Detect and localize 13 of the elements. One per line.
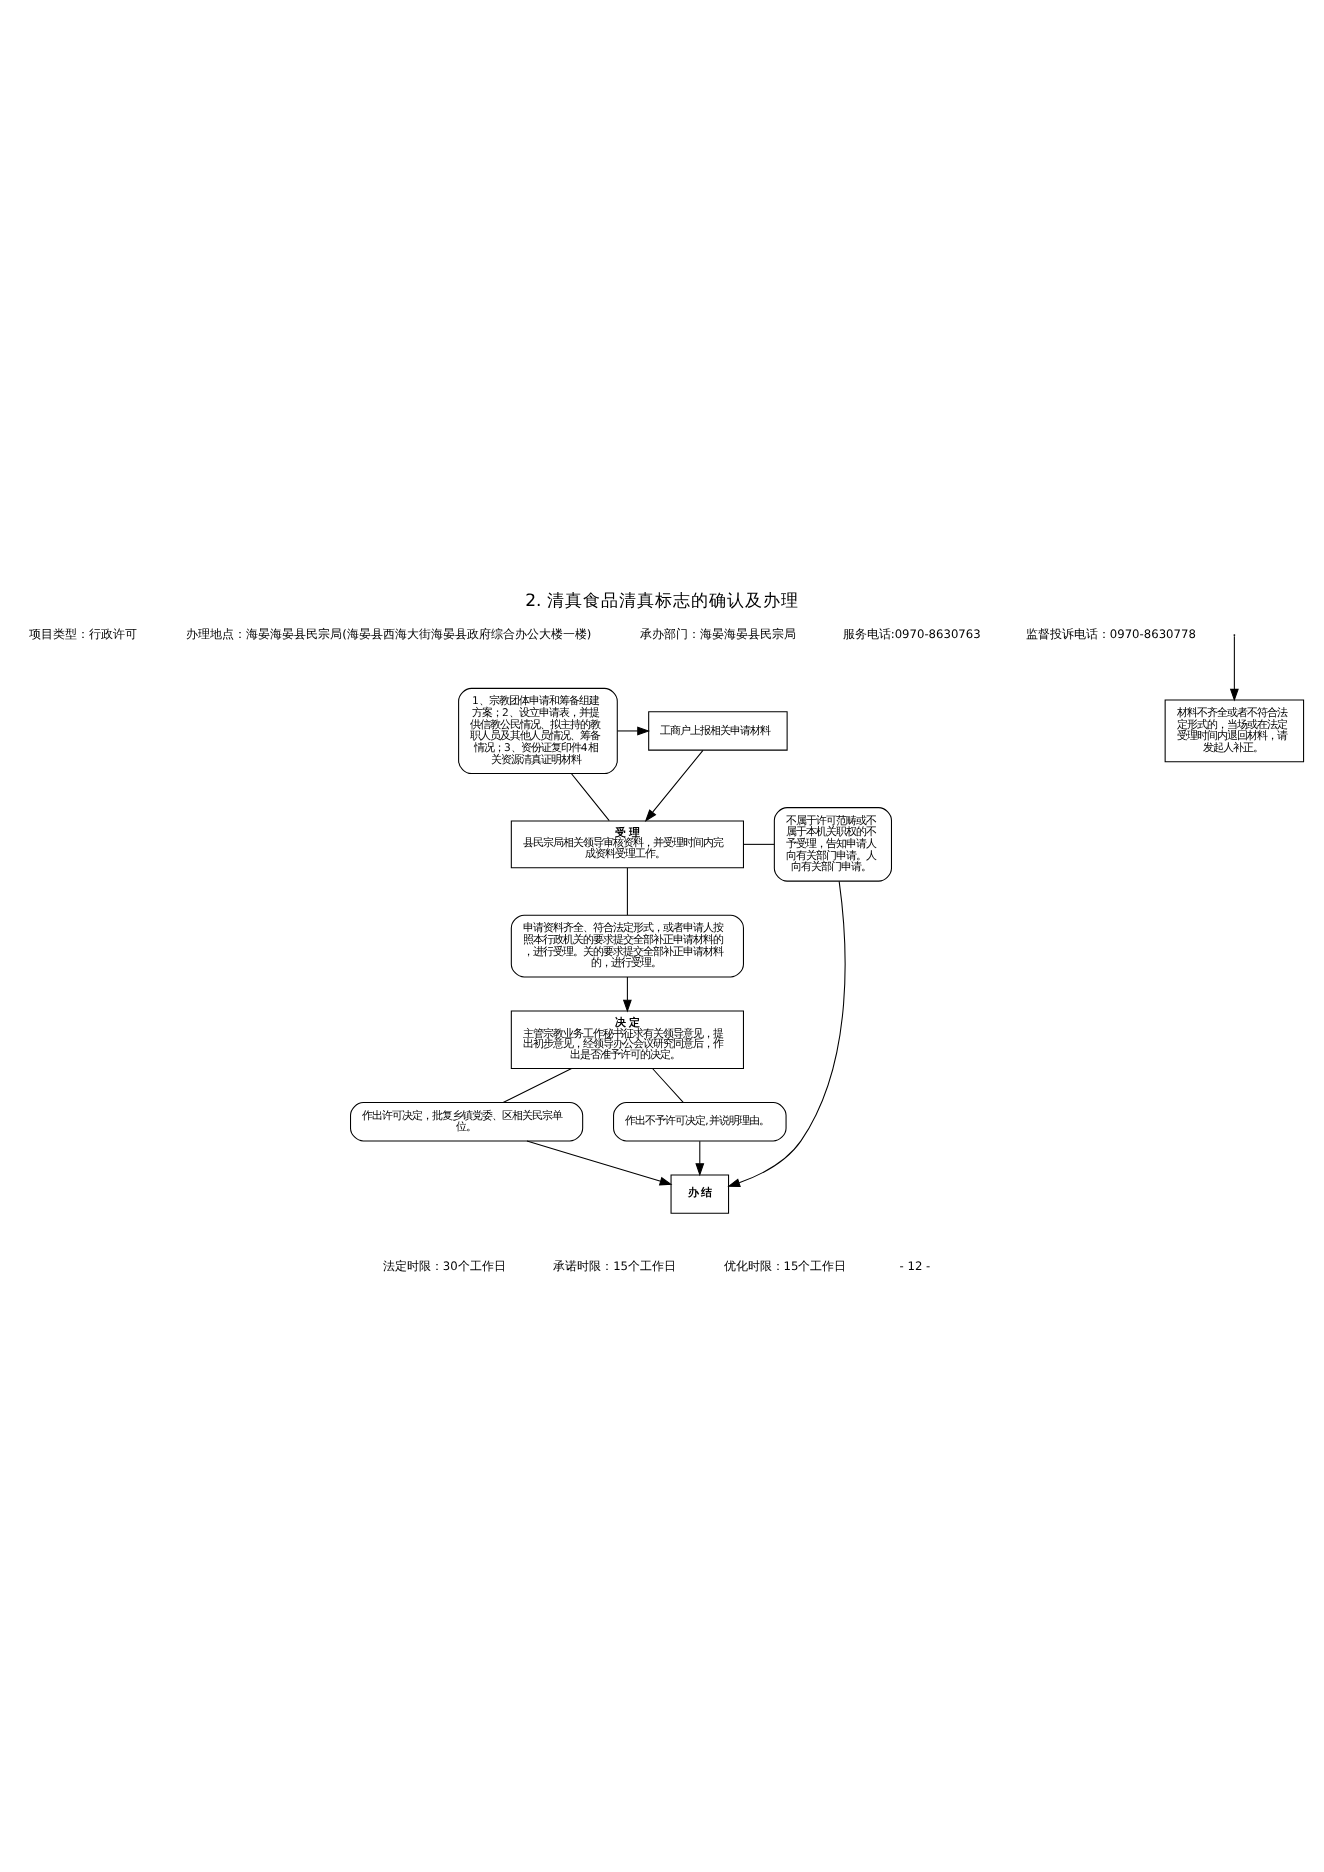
connector <box>502 1067 573 1103</box>
arrow <box>695 1139 705 1176</box>
connector <box>571 772 610 821</box>
diagram-title: 2. 清真食品清真标志的确认及办理 <box>525 591 799 612</box>
arrow <box>622 975 632 1012</box>
arrow <box>1229 634 1239 701</box>
arrow <box>616 725 650 735</box>
connector <box>743 842 775 844</box>
connector <box>626 866 628 915</box>
connector <box>652 1067 684 1102</box>
arrow <box>727 879 846 1186</box>
arrow <box>526 1139 673 1185</box>
arrow <box>644 748 704 821</box>
